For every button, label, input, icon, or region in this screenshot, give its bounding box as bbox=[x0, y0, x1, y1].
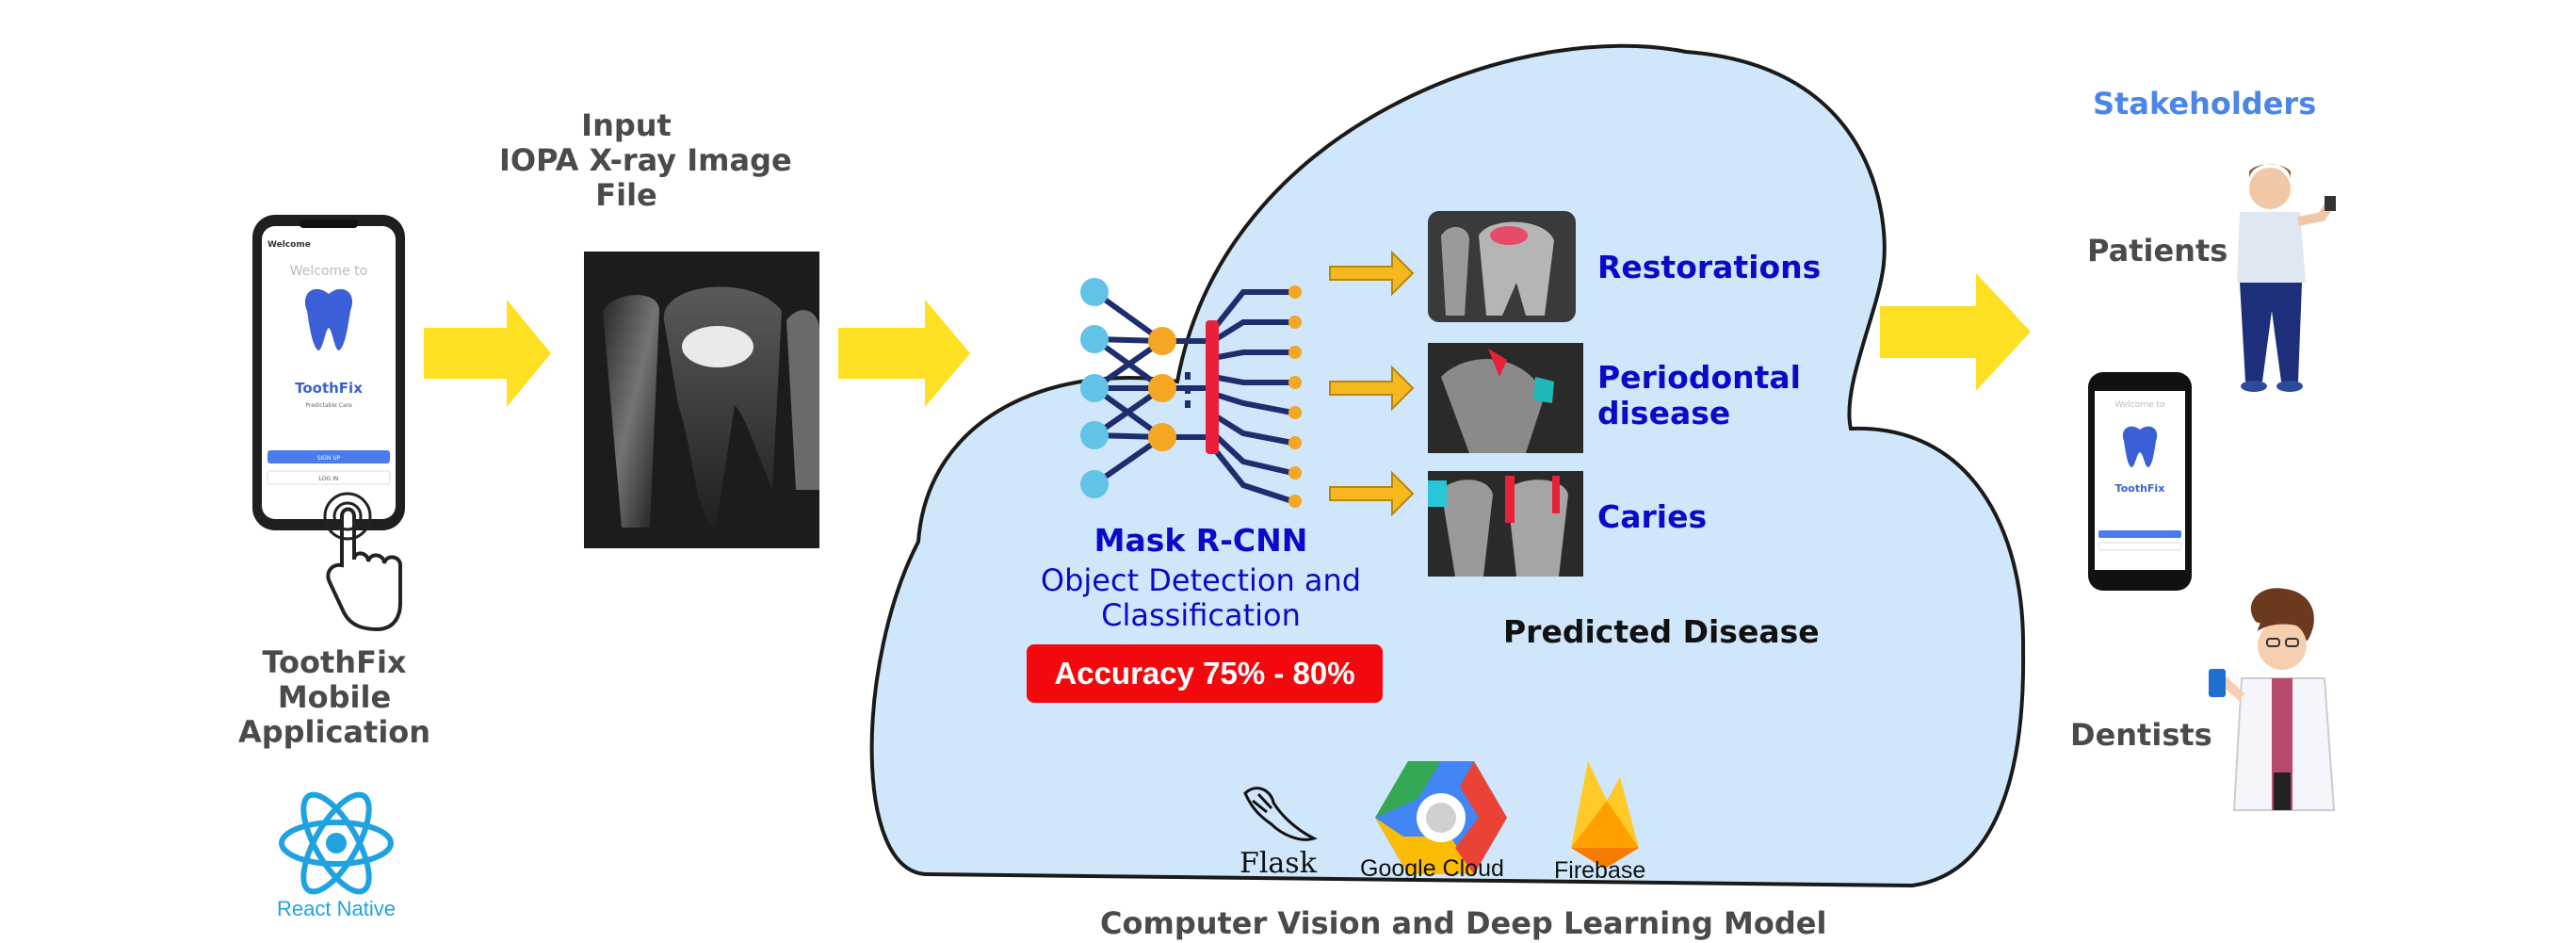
phone-welcome-text: Welcome to bbox=[290, 264, 368, 279]
react-native-label: React Native bbox=[277, 897, 396, 920]
google-cloud-label: Google Cloud bbox=[1360, 855, 1504, 882]
mobile-phone-right: Welcome to ToothFix bbox=[2088, 372, 2192, 591]
thumb-periodontal bbox=[1428, 343, 1583, 453]
app-label-line: Application bbox=[237, 713, 431, 750]
phone-right-logo-text: ToothFix bbox=[2115, 482, 2165, 495]
phone-right-welcome: Welcome to bbox=[2114, 400, 2165, 410]
dentist-figure bbox=[2209, 588, 2336, 811]
disease-periodontal: Periodontal disease bbox=[1597, 359, 1801, 431]
arrow-xray-to-model bbox=[838, 300, 970, 407]
input-label-line: File bbox=[595, 176, 657, 213]
accuracy-badge: Accuracy 75% - 80% bbox=[1027, 644, 1383, 703]
react-logo-icon bbox=[279, 791, 394, 895]
disease-caries: Caries bbox=[1597, 498, 1708, 535]
arrow-to-restorations bbox=[1329, 250, 1415, 297]
arrow-to-periodontal bbox=[1329, 365, 1415, 412]
app-label: ToothFix Mobile Application bbox=[207, 645, 462, 749]
thumb-caries bbox=[1428, 471, 1583, 577]
tooth-logo-icon bbox=[304, 288, 353, 350]
phone-tagline: Predictable Care bbox=[305, 402, 352, 409]
phone-login-button[interactable] bbox=[267, 470, 391, 485]
firebase-label: Firebase bbox=[1554, 857, 1646, 884]
model-task-line: Object Detection and bbox=[1040, 562, 1362, 598]
arrow-model-to-stakeholders bbox=[1880, 273, 2031, 391]
phone-right-tooth-icon bbox=[2122, 426, 2158, 467]
predicted-disease-label: Predicted Disease bbox=[1503, 613, 1820, 650]
flask-label: Flask bbox=[1239, 847, 1317, 880]
google-cloud-logo-icon bbox=[1375, 761, 1507, 874]
cloud-shape bbox=[869, 43, 2026, 888]
patients-label: Patients bbox=[2087, 233, 2228, 268]
firebase-logo-icon bbox=[1571, 761, 1639, 869]
phone-right-login-button[interactable] bbox=[2098, 542, 2182, 551]
model-name: Mask R-CNN bbox=[1094, 522, 1308, 559]
input-label: Input IOPA X-ray Image File bbox=[499, 107, 792, 213]
input-label-line: Input bbox=[581, 107, 672, 143]
app-label-line: ToothFix bbox=[262, 644, 407, 680]
disease-restorations: Restorations bbox=[1597, 249, 1822, 285]
arrow-app-to-xray bbox=[424, 300, 551, 407]
phone-header-text: Welcome bbox=[267, 240, 311, 250]
cloud-caption: Computer Vision and Deep Learning Model bbox=[1100, 905, 1827, 941]
arrow-to-caries bbox=[1329, 470, 1415, 517]
xray-input-image bbox=[584, 252, 819, 548]
hand-tap-icon bbox=[323, 492, 402, 632]
phone-signup-label: SIGN UP bbox=[317, 455, 341, 462]
model-task: Object Detection and Classification bbox=[1013, 563, 1389, 633]
phone-right-signup-button[interactable] bbox=[2098, 530, 2181, 538]
dentists-label: Dentists bbox=[2070, 717, 2212, 753]
model-task-line: Classification bbox=[1101, 596, 1301, 633]
flask-logo-icon bbox=[1243, 787, 1318, 841]
app-label-line: Mobile bbox=[277, 678, 392, 715]
patient-figure bbox=[2237, 164, 2336, 392]
stakeholders-title: Stakeholders bbox=[2093, 86, 2317, 122]
phone-logo-text: ToothFix bbox=[295, 380, 363, 397]
mobile-phone-left: Welcome Welcome to ToothFix Predictable … bbox=[252, 215, 405, 530]
thumb-restorations bbox=[1428, 211, 1576, 322]
neural-network-icon bbox=[1080, 278, 1302, 508]
input-label-line: IOPA X-ray Image bbox=[499, 141, 792, 178]
phone-signup-button[interactable] bbox=[267, 450, 390, 463]
phone-login-label: LOG IN bbox=[319, 476, 339, 482]
